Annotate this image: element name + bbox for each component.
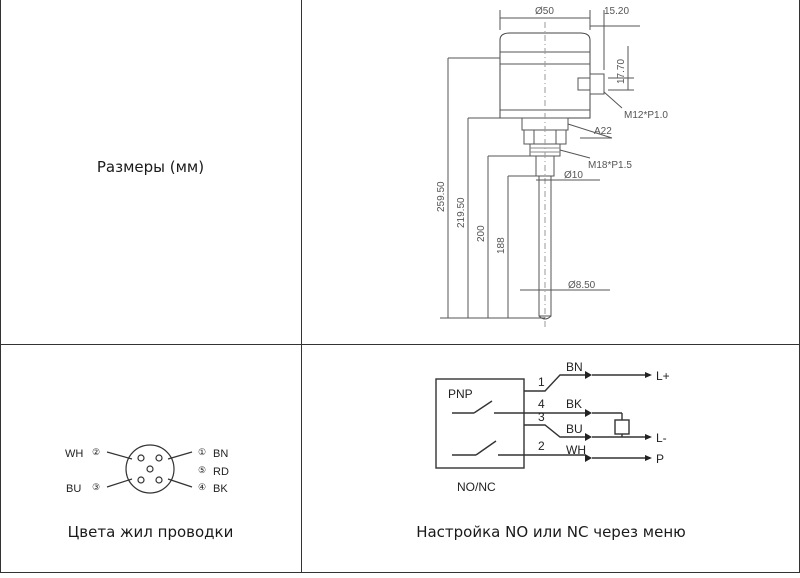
dimension-drawing [440, 10, 640, 330]
dim-connector-height: 17.70 [616, 59, 627, 84]
pin-4-number: ④ [198, 482, 206, 492]
wire-1-color: BN [566, 360, 583, 374]
dim-wrench-size: A22 [594, 126, 612, 137]
dim-connector-offset: 15.20 [604, 6, 629, 17]
wiring-diagram [435, 374, 650, 469]
wiring-mode: NO/NC [457, 480, 496, 494]
no-nc-setting-cell-label: Настройка NO или NC через меню [416, 523, 686, 541]
dim-housing-diameter: Ø50 [535, 6, 554, 17]
pin-2-number: ② [92, 447, 100, 457]
connector-pinout [106, 444, 193, 494]
pin-wh-label: WH [65, 448, 83, 460]
dim-rod-top-diameter: Ø10 [564, 170, 583, 181]
wire-3-terminal: L- [656, 431, 667, 445]
wire-4-color: BK [566, 397, 582, 411]
dim-rod-diameter: Ø8.50 [568, 280, 596, 291]
wire-3-number: 3 [538, 410, 545, 424]
dim-length-188: 188 [496, 237, 507, 254]
wire-4-number: 4 [538, 397, 545, 411]
dim-process-thread: M18*P1.5 [588, 160, 632, 171]
wire-2-terminal: P [656, 452, 664, 466]
wire-2-number: 2 [538, 439, 545, 453]
wire-3-color: BU [566, 422, 583, 436]
wire-2-color: WH [566, 443, 586, 457]
dim-length-200: 200 [476, 225, 487, 242]
dim-length-219: 219.50 [456, 197, 467, 228]
pin-bn-label: BN [213, 448, 228, 460]
pin-bu-label: BU [66, 483, 81, 495]
pin-rd-label: RD [213, 466, 229, 478]
dim-connector-thread: M12*P1.0 [624, 110, 668, 121]
pin-5-number: ⑤ [198, 465, 206, 475]
pin-bk-label: BK [213, 483, 228, 495]
wire-1-number: 1 [538, 375, 545, 389]
wire-1-terminal: L+ [656, 369, 670, 383]
pin-3-number: ③ [92, 482, 100, 492]
wire-colors-cell-label: Цвета жил проводки [67, 523, 234, 541]
dim-length-total: 259.50 [436, 181, 447, 212]
dimensions-cell-label: Размеры (мм) [96, 158, 205, 176]
pin-1-number: ① [198, 447, 206, 457]
wiring-output-type: PNP [448, 387, 473, 401]
